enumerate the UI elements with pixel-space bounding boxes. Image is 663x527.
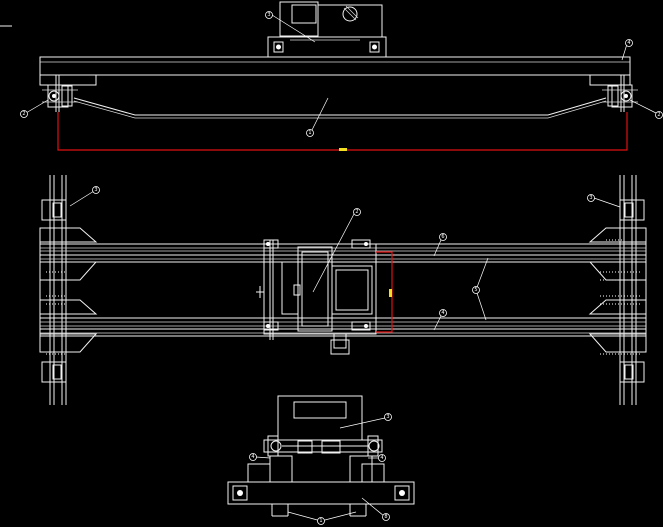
callout-front-4: 2 bbox=[655, 111, 663, 119]
callout-plan-4: 6 bbox=[439, 233, 447, 241]
callout-front-3: 2 bbox=[20, 110, 28, 118]
svg-text:6: 6 bbox=[441, 234, 444, 240]
side-girder bbox=[227, 481, 415, 517]
callout-side-1: 3 bbox=[384, 413, 392, 421]
main-girder-front bbox=[39, 56, 631, 76]
plan-trolley-dimension bbox=[376, 251, 393, 333]
callout-side-2: 4 bbox=[249, 453, 257, 461]
svg-text:3: 3 bbox=[386, 414, 389, 420]
plan-connection-plates bbox=[39, 227, 647, 355]
plan-end-truck-left bbox=[39, 175, 67, 405]
plan-end-truck-right bbox=[619, 175, 647, 405]
side-elevation-view: 3 4 4 1 8 bbox=[227, 395, 415, 525]
svg-text:3: 3 bbox=[589, 195, 592, 201]
front-elevation-view: 3 4 2 2 1 bbox=[20, 1, 663, 151]
plan-view: 3 3 2 6 5 4 bbox=[39, 175, 647, 405]
svg-text:4: 4 bbox=[627, 40, 630, 46]
svg-text:3: 3 bbox=[267, 12, 270, 18]
svg-text:2: 2 bbox=[22, 111, 25, 117]
svg-text:4: 4 bbox=[380, 455, 383, 461]
trolley-front bbox=[267, 1, 387, 58]
callout-side-5: 8 bbox=[382, 513, 390, 521]
side-trolley bbox=[247, 395, 385, 483]
plan-girder-lines bbox=[40, 243, 646, 337]
svg-text:3: 3 bbox=[94, 187, 97, 193]
callout-side-3: 4 bbox=[378, 454, 386, 462]
callout-side-4: 1 bbox=[317, 517, 325, 525]
callout-plan-3: 2 bbox=[353, 208, 361, 216]
span-dimension bbox=[57, 112, 628, 151]
svg-text:4: 4 bbox=[251, 454, 254, 460]
svg-text:1: 1 bbox=[319, 518, 322, 524]
end-truck-right bbox=[589, 74, 638, 112]
svg-text:8: 8 bbox=[384, 514, 387, 520]
plan-trolley bbox=[256, 239, 377, 355]
girder-bottom-chord bbox=[73, 97, 607, 119]
callout-front-5: 1 bbox=[306, 129, 314, 137]
end-truck-left bbox=[39, 74, 97, 112]
svg-text:2: 2 bbox=[355, 209, 358, 215]
svg-text:2: 2 bbox=[657, 112, 660, 118]
callout-plan-2: 3 bbox=[587, 194, 595, 202]
callout-front-2: 4 bbox=[625, 39, 633, 47]
svg-text:1: 1 bbox=[308, 130, 311, 136]
callout-plan-6: 4 bbox=[439, 309, 447, 317]
svg-text:5: 5 bbox=[474, 287, 477, 293]
callout-plan-5: 5 bbox=[472, 286, 480, 294]
svg-text:4: 4 bbox=[441, 310, 444, 316]
callout-front-1: 3 bbox=[265, 11, 273, 19]
callout-plan-1: 3 bbox=[92, 186, 100, 194]
